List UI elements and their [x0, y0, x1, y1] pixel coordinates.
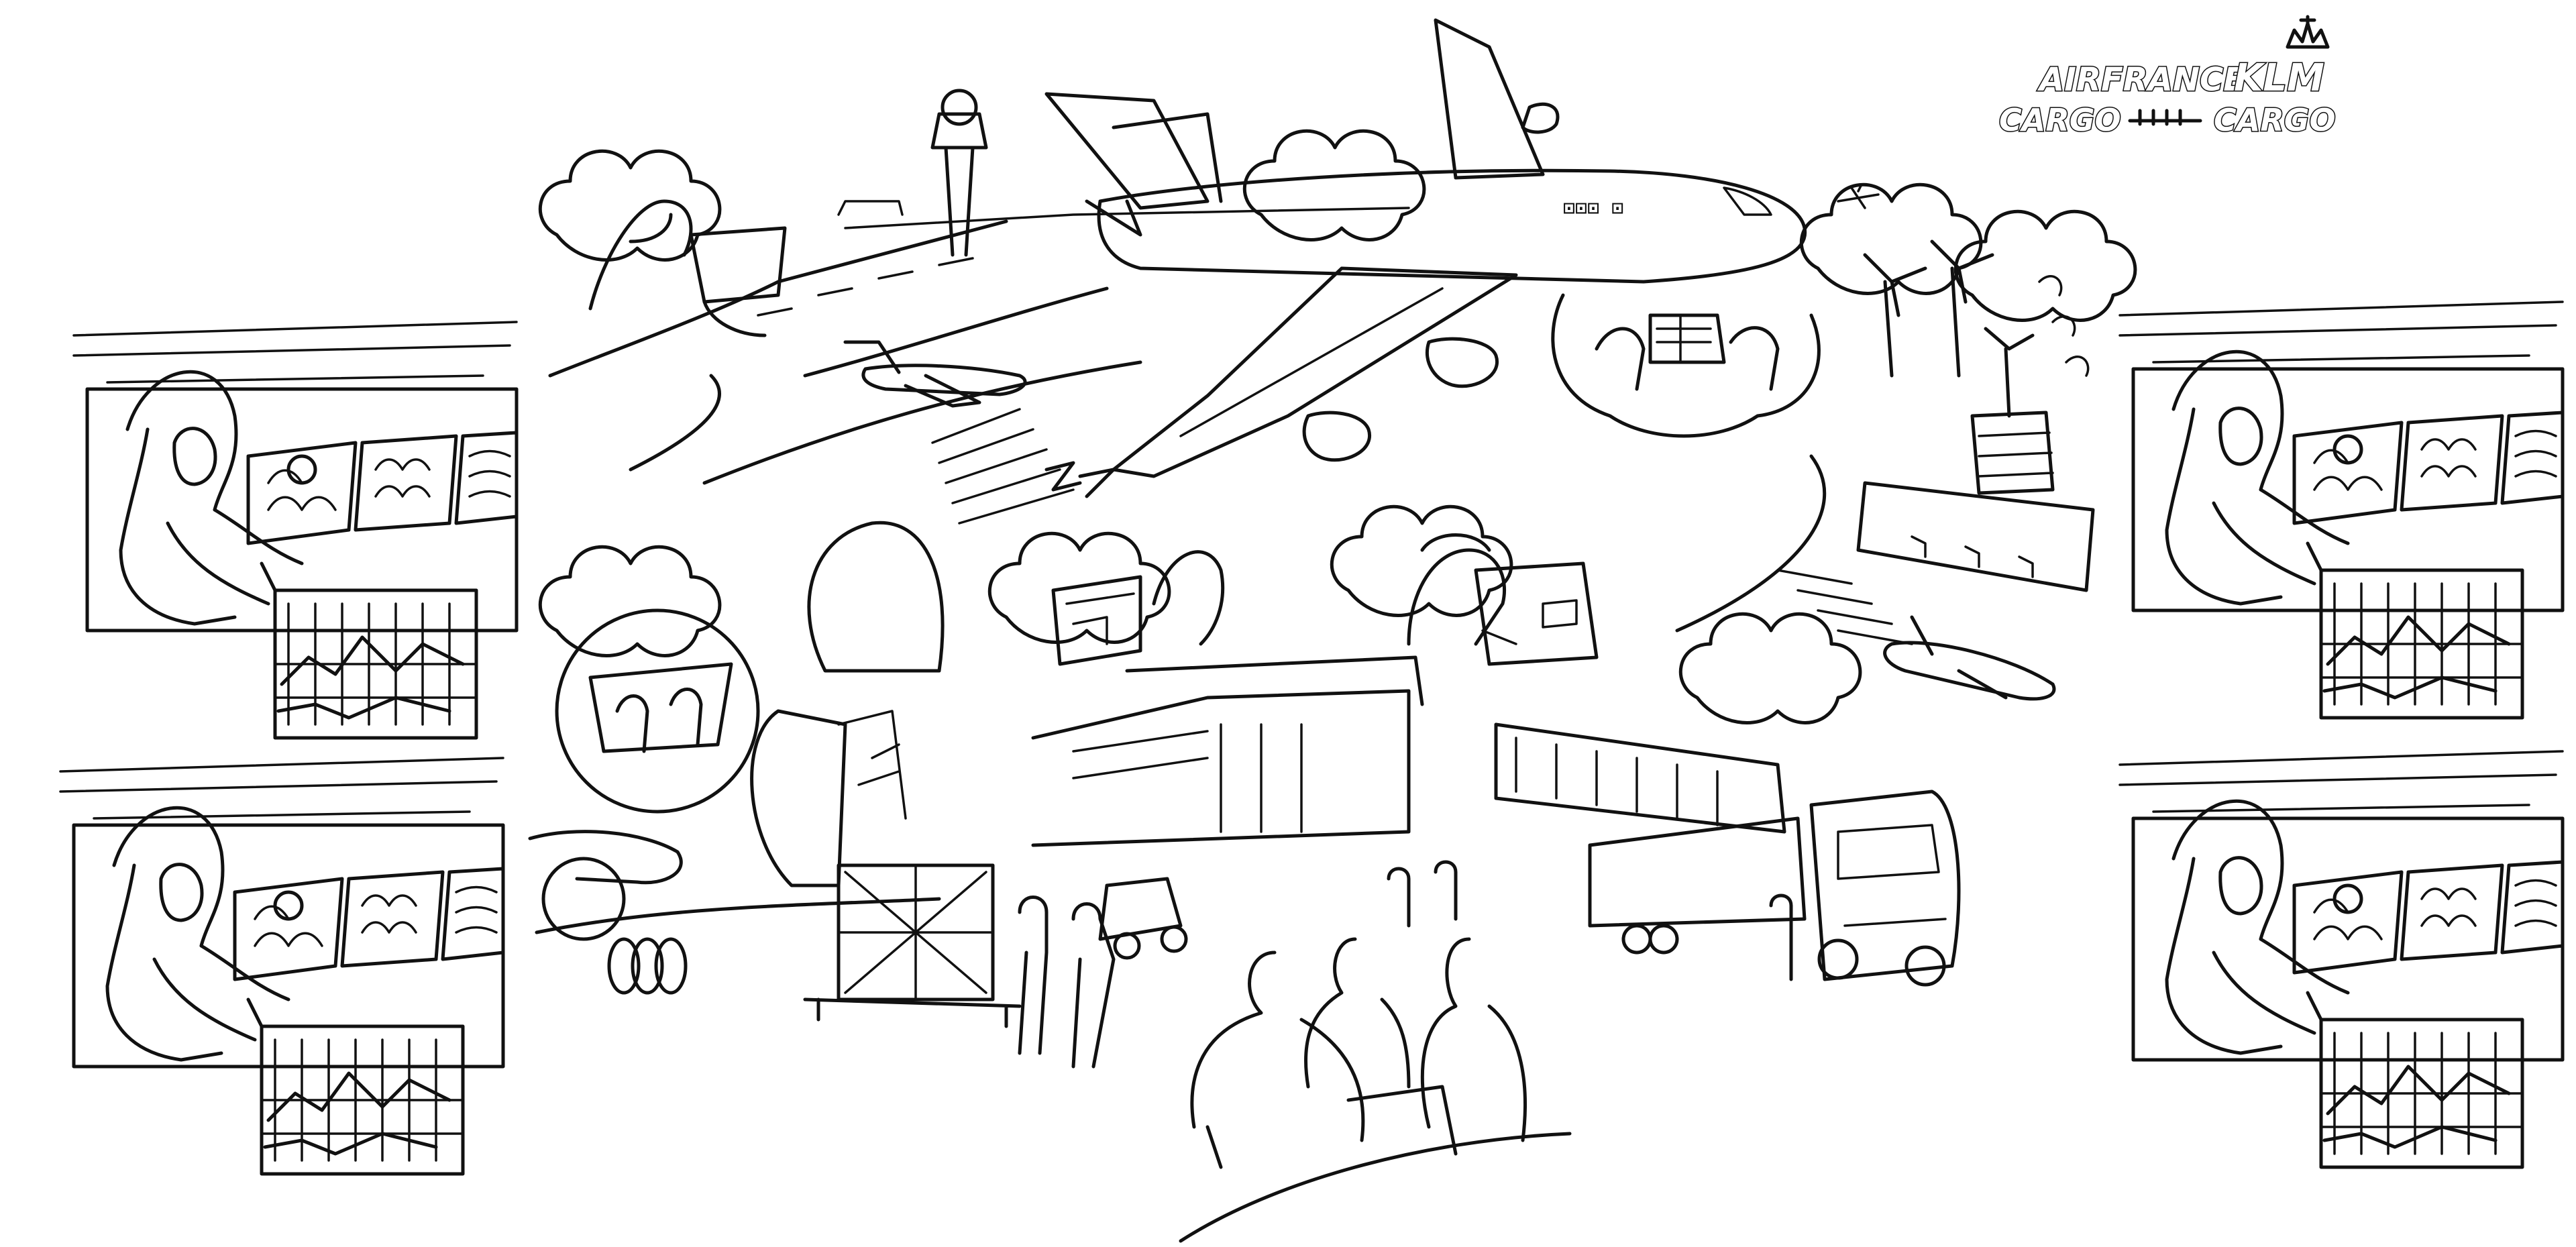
landing-gear-wheels	[528, 830, 688, 995]
cargo-airplane-main: ⊡⊡⊡ ⊡	[1044, 18, 1807, 478]
person-at-monitor	[1051, 550, 1225, 666]
cargo-pallet-net	[803, 863, 1022, 1028]
operator-at-screen	[588, 199, 787, 337]
engine-nacelle	[1302, 411, 1372, 462]
tug-vehicle	[1098, 877, 1188, 960]
logo-cargo-right-text: CARGO	[2214, 102, 2336, 138]
small-airplane-runway	[843, 340, 1027, 408]
right-runway	[1776, 569, 2056, 701]
terminal-building	[1494, 722, 1786, 834]
ground-workers	[1018, 860, 1793, 1069]
warehouse	[1031, 655, 1424, 847]
airfrance-klm-cargo-logo: AIRFRANCE KLM CARGO CARGO	[1998, 15, 2337, 140]
cargo-truck	[1588, 790, 1961, 987]
engine-nacelle	[1425, 337, 1499, 388]
cargo-loading-area	[528, 506, 1961, 1243]
control-room-bubble	[555, 608, 760, 814]
wind-turbines	[1863, 239, 2090, 418]
freighter-nose-open	[750, 521, 945, 887]
vignette-produce-left-top	[74, 322, 517, 738]
logo-airfrance-text: AIRFRANCE	[2037, 61, 2245, 99]
cockpit-scene	[1551, 293, 1821, 438]
logo-klm-text: KLM	[2234, 56, 2324, 100]
logo-divider	[2128, 109, 2202, 126]
logo-cargo-left-text: CARGO	[1999, 102, 2121, 138]
vignette-produce-right-top	[2120, 302, 2563, 718]
office-building	[1856, 411, 2095, 592]
people-meeting	[1190, 937, 1527, 1169]
aircraft-window-marks: ⊡⊡⊡ ⊡	[1563, 197, 1623, 220]
airplane-takeoff-right	[1883, 641, 2056, 701]
vignette-produce-left-bottom	[60, 758, 503, 1174]
vignette-produce-right-bottom	[2120, 751, 2563, 1167]
tiny-airplane-sky	[1837, 183, 1880, 209]
crown-icon	[2286, 15, 2330, 49]
worker-scanning-box	[1407, 533, 1599, 666]
